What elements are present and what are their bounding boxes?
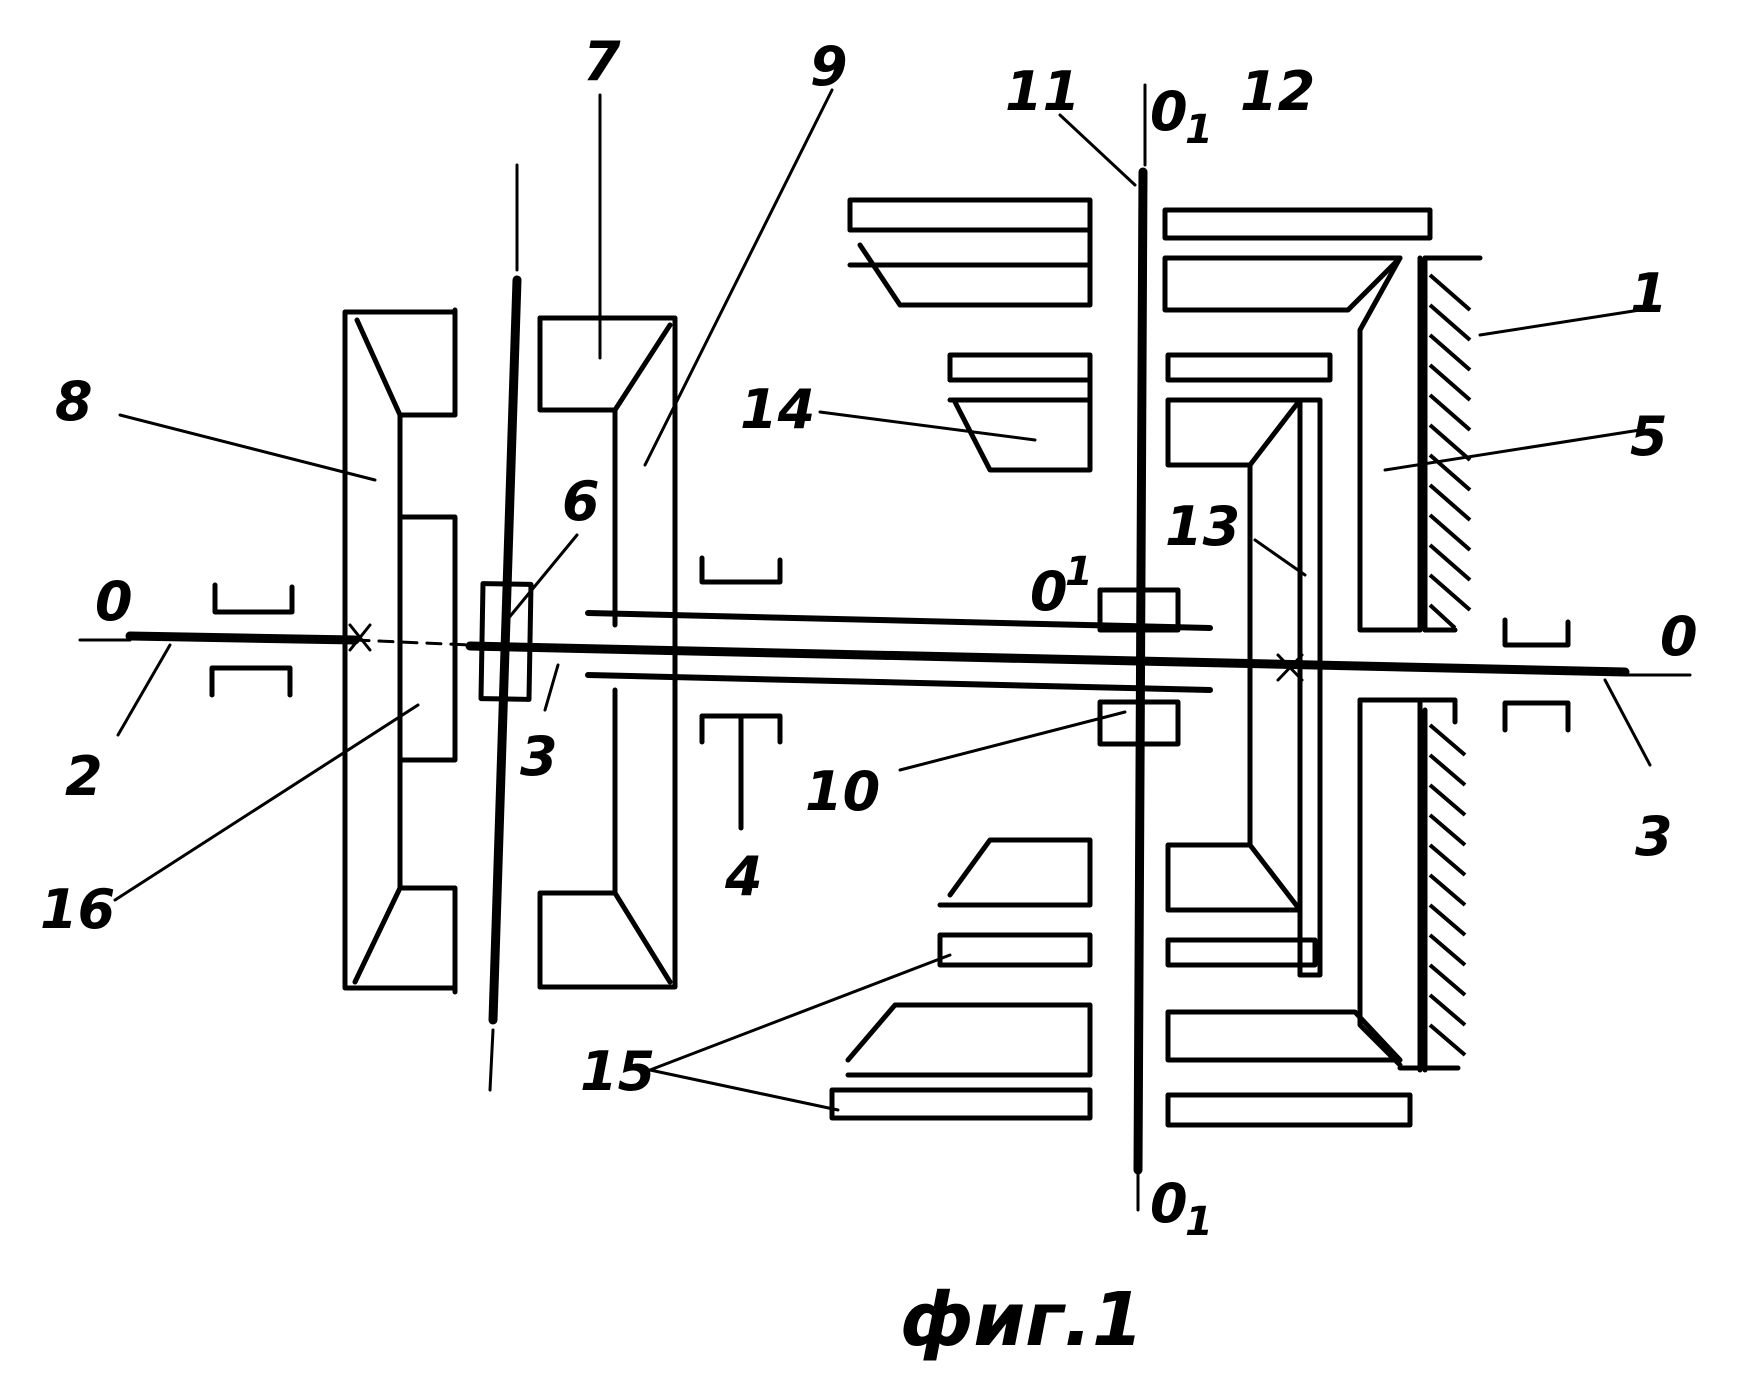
axis-label-vertical-top-sub: 1 (1185, 107, 1213, 153)
axis-label-offset: 0 (1030, 560, 1068, 623)
label-3-left: 3 (520, 725, 558, 788)
label-9: 9 (810, 35, 848, 98)
label-8: 8 (55, 370, 93, 433)
part-labels: 1 2 3 3 4 5 6 7 8 9 10 11 12 13 14 15 16 (40, 30, 1673, 1103)
label-16: 16 (40, 878, 115, 941)
swash-shaft-6 (481, 165, 531, 1090)
label-10: 10 (805, 760, 880, 823)
axis-label-main-left: 0 (95, 570, 133, 633)
axis-label-vertical-bottom-sub: 1 (1185, 1199, 1213, 1245)
label-5: 5 (1630, 405, 1668, 468)
label-14: 14 (740, 378, 815, 441)
figure-caption: фиг.1 (900, 1277, 1144, 1363)
input-shaft (130, 625, 370, 650)
label-11: 11 (1005, 60, 1080, 123)
label-4: 4 (724, 845, 763, 908)
axis-label-vertical-bottom: 0 (1150, 1172, 1188, 1235)
label-1: 1 (1630, 262, 1668, 325)
label-3-right: 3 (1635, 805, 1673, 868)
label-2: 2 (65, 745, 103, 808)
label-7: 7 (583, 30, 621, 93)
axis-label-offset-sup: 1 (1065, 549, 1093, 595)
label-12: 12 (1240, 60, 1315, 123)
disc-8 (345, 310, 455, 992)
axis-label-main-right: 0 (1660, 605, 1698, 668)
label-13: 13 (1165, 495, 1240, 558)
axis-label-vertical-top: 0 (1150, 80, 1188, 143)
label-15: 15 (580, 1040, 655, 1103)
hollow-shaft (588, 558, 1210, 828)
label-6: 6 (562, 470, 600, 533)
